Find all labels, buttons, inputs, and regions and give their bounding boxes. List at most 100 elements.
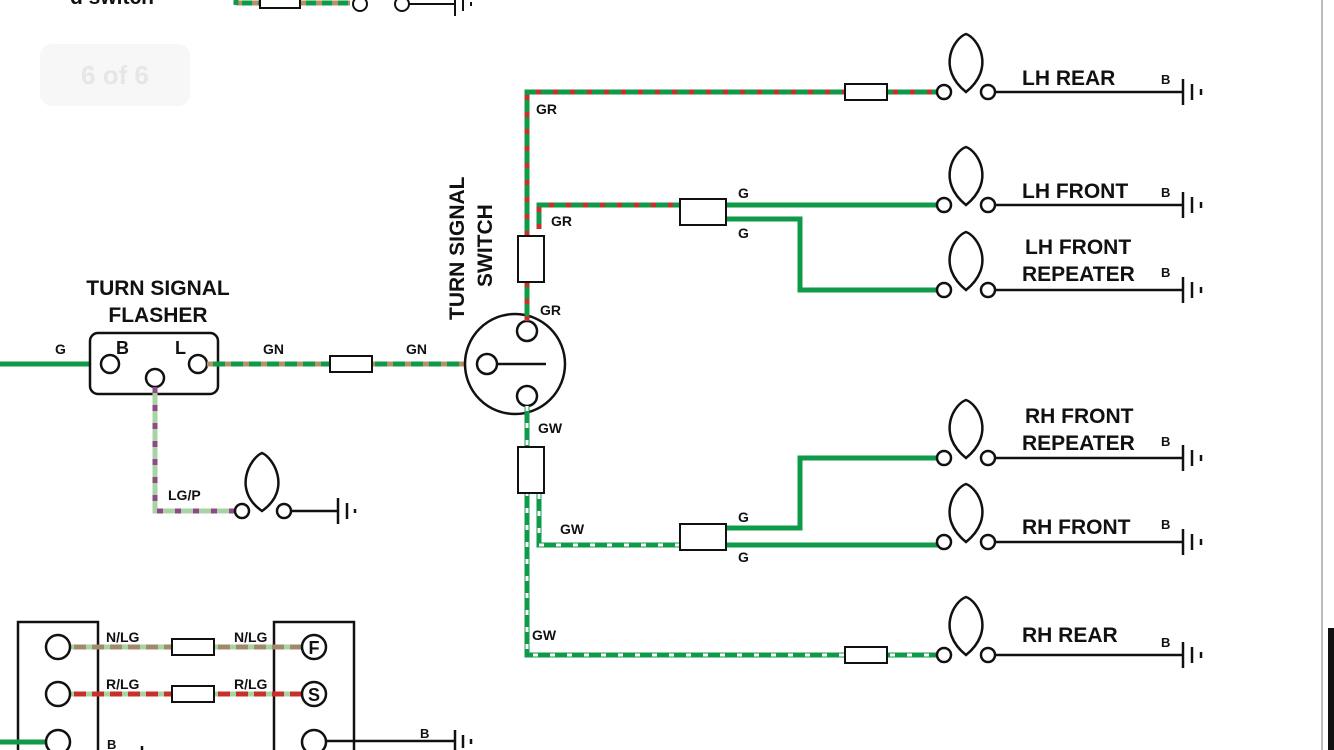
terminal-s xyxy=(300,680,328,708)
flasher-pin-l-label: L xyxy=(175,338,186,358)
flasher-title-2: FLASHER xyxy=(108,304,207,327)
lamp-terminal-out-lh-rear xyxy=(979,83,997,101)
top-partial-circuit xyxy=(233,0,472,16)
wire-g-lh-repeater xyxy=(724,216,941,293)
terminal-s-label: S xyxy=(308,685,320,705)
top-partial-label: d switch xyxy=(70,0,154,9)
connector-rh-rear xyxy=(844,646,888,664)
lamp-terminal-out-lh-front xyxy=(979,196,997,214)
lamp-group xyxy=(935,32,1203,668)
wire-label-rlg-1: R/LG xyxy=(106,676,140,692)
flasher-pin-l xyxy=(187,353,209,375)
switch-terminal-top xyxy=(515,319,539,343)
lamp-terminal-out-rh-front xyxy=(979,533,997,551)
lamp-terminal-in-lh-front xyxy=(935,196,953,214)
lamp-terminal-in-lh-rear xyxy=(935,83,953,101)
lamp-rh-front xyxy=(935,482,1203,555)
lamp-label-rh-rear: RH REAR xyxy=(1022,624,1118,647)
terminal-bottom-right xyxy=(300,728,328,750)
lamp-label-lh-repeater-2: REPEATER xyxy=(1022,263,1135,286)
lamp-terminal-out-lh-front-repeater xyxy=(979,281,997,299)
frame-edge-mark xyxy=(1328,628,1334,750)
switch-title-2: SWITCH xyxy=(474,204,497,287)
terminal-f-label: F xyxy=(309,638,320,658)
ground-label-lh-front: B xyxy=(1161,185,1170,200)
wire-label-g-feed: G xyxy=(55,341,66,357)
wire-label-gw-3: GW xyxy=(532,627,557,643)
lamp-terminal-in-rh-front xyxy=(935,533,953,551)
lamp-label-rh-repeater-1: RH FRONT xyxy=(1025,405,1134,428)
lamp-terminal-out-rh-rear xyxy=(979,646,997,664)
wire-rlg xyxy=(68,685,305,703)
left-terminal-1 xyxy=(44,633,72,661)
page-indicator: 6 of 6 xyxy=(81,60,149,90)
wire-label-nlg-1: N/LG xyxy=(106,629,140,645)
ground-label-rh-repeater: B xyxy=(1161,434,1170,449)
lamp-bulb-rh-rear xyxy=(948,595,984,657)
lamp-rh-rear xyxy=(935,595,1203,668)
wire-label-b-left: B xyxy=(107,737,116,750)
lamp-terminal-in-lh-front-repeater xyxy=(935,281,953,299)
lamp-terminal-in-rh-front-repeater xyxy=(935,449,953,467)
flasher-pin-p xyxy=(144,367,166,389)
lamp-label-lh-repeater-1: LH FRONT xyxy=(1025,236,1131,259)
wire-label-lgp: LG/P xyxy=(168,487,201,503)
page-indicator-bg[interactable] xyxy=(40,44,190,106)
ground-label-rh-front: B xyxy=(1161,517,1170,532)
connector-gw-main xyxy=(517,446,545,494)
flasher-pin-b xyxy=(99,353,121,375)
connector-lh-front xyxy=(679,198,727,226)
switch-title-1: TURN SIGNAL xyxy=(446,176,469,320)
switch-terminal-bottom xyxy=(515,384,539,408)
wire-lgp xyxy=(152,387,243,514)
wire-label-g-lh-2: G xyxy=(738,225,749,241)
flasher-title-1: TURN SIGNAL xyxy=(86,277,230,300)
wire-label-rlg-2: R/LG xyxy=(234,676,268,692)
lamp-bulb-lh-front-repeater xyxy=(948,230,984,292)
ground-symbol-bottom xyxy=(453,730,473,750)
lamp-terminal-out-rh-front-repeater xyxy=(979,449,997,467)
wire-label-gn-2: GN xyxy=(406,341,427,357)
wire-label-g-lh-1: G xyxy=(738,185,749,201)
connector-rh-front xyxy=(679,523,727,551)
wire-gr xyxy=(517,83,941,321)
wire-nlg xyxy=(68,638,305,656)
ground-label-lh-repeater: B xyxy=(1161,265,1170,280)
lamp-label-lh-rear: LH REAR xyxy=(1022,67,1115,90)
lamp-bulb-rh-front-repeater xyxy=(948,398,984,460)
left-terminal-3 xyxy=(44,728,72,750)
lamp-bulb-lh-rear xyxy=(948,32,984,94)
lamp-rh-front-repeater xyxy=(935,398,1203,471)
lamp-lh-rear xyxy=(935,32,1203,105)
lamp-label-lh-front: LH FRONT xyxy=(1022,180,1128,203)
wire-label-g-rh-1: G xyxy=(738,509,749,525)
wire-label-gn-1: GN xyxy=(263,341,284,357)
wire-label-gw-2: GW xyxy=(560,521,585,537)
flasher-pin-b-label: B xyxy=(116,338,129,358)
lamp-label-rh-front: RH FRONT xyxy=(1022,516,1131,539)
ground-label-lh-rear: B xyxy=(1161,72,1170,87)
lamp-label-rh-repeater-2: REPEATER xyxy=(1022,432,1135,455)
connector-lh-rear xyxy=(844,83,888,101)
wire-gn xyxy=(207,355,478,373)
switch-terminal-left xyxy=(475,352,499,376)
lamp-terminal-in-rh-rear xyxy=(935,646,953,664)
ground-label-rh-rear: B xyxy=(1161,635,1170,650)
wire-gw xyxy=(517,406,941,664)
terminal-f xyxy=(300,633,328,661)
warning-lamp-bulb xyxy=(233,451,357,524)
wire-label-gw-1: GW xyxy=(538,420,563,436)
lamp-bulb-rh-front xyxy=(948,482,984,544)
wire-label-g-rh-2: G xyxy=(738,549,749,565)
lamp-lh-front xyxy=(935,145,1203,218)
connector-gr-main xyxy=(517,235,545,283)
wire-label-b-right: B xyxy=(420,726,429,741)
connector-gn xyxy=(329,355,373,373)
lamp-bulb-lh-front xyxy=(948,145,984,207)
wire-label-gr-2: GR xyxy=(551,213,572,229)
lamp-lh-front-repeater xyxy=(935,230,1203,303)
wire-label-nlg-2: N/LG xyxy=(234,629,268,645)
wire-label-gr-3: GR xyxy=(540,302,561,318)
wire-g-rh-repeater xyxy=(724,455,941,531)
